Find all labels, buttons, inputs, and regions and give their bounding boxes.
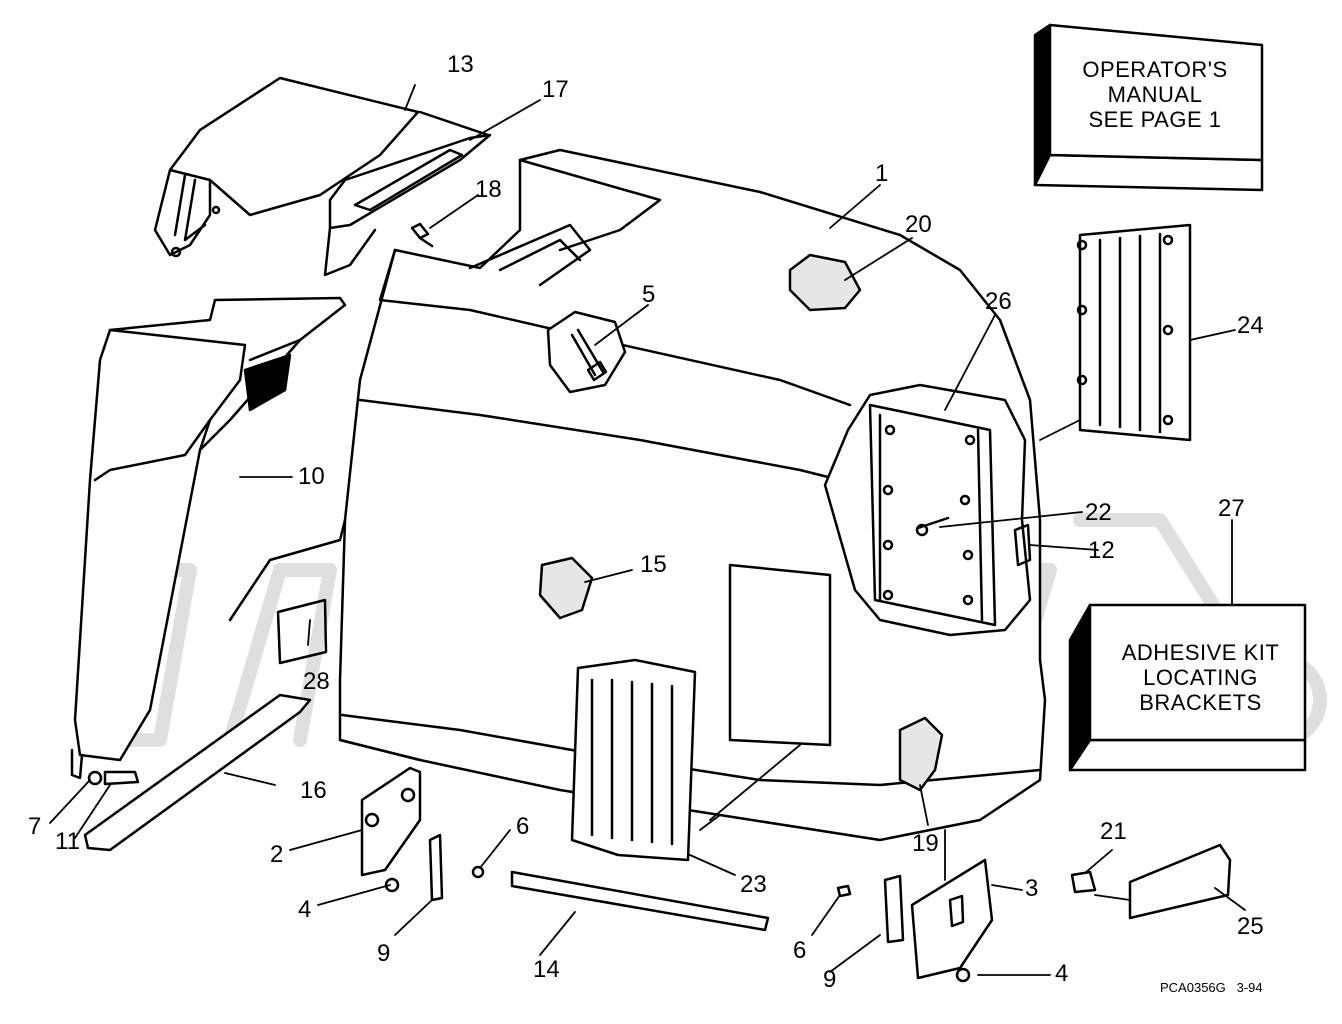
part-2-bracket [360,766,422,893]
adhesive-kit-line-1: ADHESIVE KIT [1121,640,1280,665]
operator-manual-line-2: MANUAL [1107,82,1203,107]
callout-9-left: 9 [377,940,391,967]
adhesive-kit-line-3: BRACKETS [1139,690,1262,715]
callout-16: 16 [300,777,327,804]
operator-manual-line-1: OPERATOR'S [1082,57,1228,82]
part-6-left-pin [471,865,485,879]
callout-14: 14 [533,956,560,983]
callout-3: 3 [1025,875,1039,902]
callout-22: 22 [1085,499,1112,526]
parts-7-11-fasteners [87,770,140,786]
callout-19: 19 [912,830,939,857]
leader-lines [49,84,1246,976]
operator-manual-note: OPERATOR'S MANUAL SEE PAGE 1 [1055,57,1255,132]
part-15-patch [538,556,594,620]
part-21-screw [1070,870,1097,894]
part-13-top-cover [153,76,420,258]
part-16-strip [83,693,312,852]
adhesive-kit-line-2: LOCATING [1143,665,1258,690]
callout-15: 15 [640,551,667,578]
callout-17: 17 [542,76,569,103]
callout-4-left: 4 [298,896,312,923]
callout-24: 24 [1237,312,1264,339]
callout-26: 26 [985,288,1012,315]
part-17-trim [323,110,492,277]
part-6-right-pin [836,884,852,898]
callout-18: 18 [475,176,502,203]
callout-6-right: 6 [793,937,807,964]
callout-4-right: 4 [1055,960,1069,987]
part-14-rod [510,870,770,932]
part-4-right-grommet [955,967,971,983]
adhesive-kit-box-shape [1068,603,1307,772]
callout-25: 25 [1237,913,1264,940]
operator-manual-line-3: SEE PAGE 1 [1088,107,1222,132]
part-9-right-bracket [883,874,905,944]
part-10-side-panel [70,296,347,780]
callout-21: 21 [1100,818,1127,845]
callout-11: 11 [55,828,80,855]
figure-code: PCA0356G 3-94 [1160,980,1263,995]
part-20-patch [788,253,862,312]
part-24-grille [1076,223,1192,442]
part-5-bolt [546,310,627,394]
callout-13: 13 [447,51,474,78]
part-19-patch [898,716,944,792]
part-18-screw [410,222,434,248]
part-23-grille [570,658,697,862]
part-28-label [276,598,328,665]
adhesive-kit-note: ADHESIVE KIT LOCATING BRACKETS [1098,640,1303,715]
callout-2: 2 [270,841,284,868]
part-26-plate [823,383,1032,637]
callout-28: 28 [303,668,330,695]
callout-12: 12 [1088,537,1115,564]
callout-23: 23 [740,871,767,898]
part-9-left-bracket [428,833,444,902]
callout-1: 1 [875,160,889,187]
callout-9-right: 9 [823,966,837,993]
operator-manual-box-shape [1033,23,1264,192]
callout-20: 20 [905,211,932,238]
callout-7: 7 [28,813,42,840]
part-25-cap [1128,843,1232,920]
callout-6-left: 6 [516,813,530,840]
callout-5: 5 [642,281,656,308]
part-3-bracket [910,858,994,980]
cowl-window [728,563,832,747]
part-12-clip [1013,523,1032,567]
callout-27: 27 [1218,495,1245,522]
callout-10: 10 [298,463,325,490]
